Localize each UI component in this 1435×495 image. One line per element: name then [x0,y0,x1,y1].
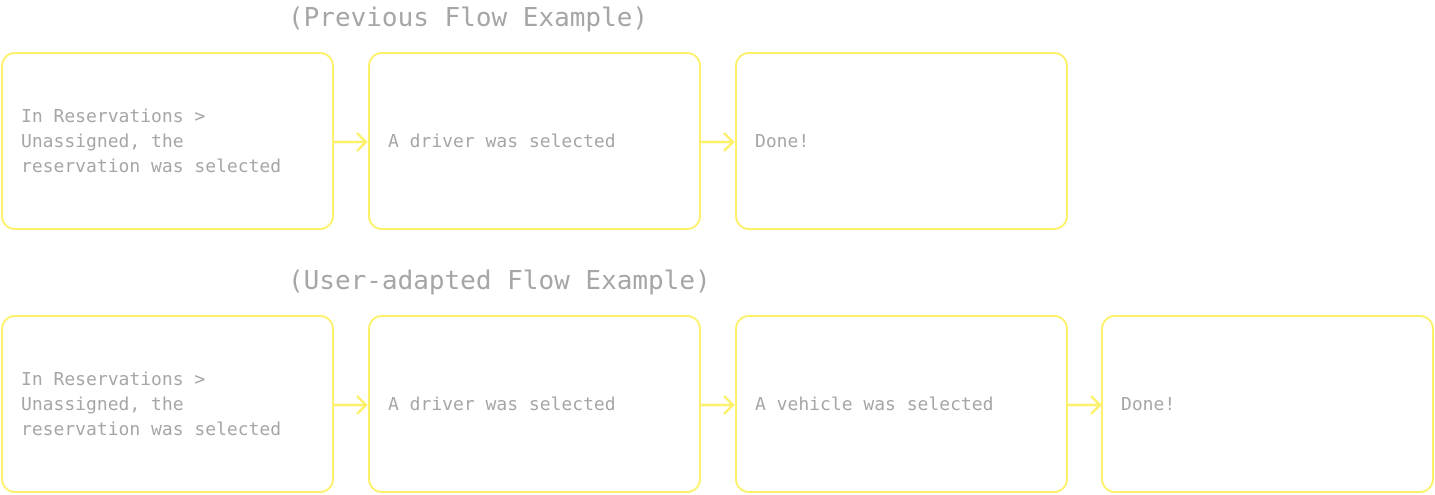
previous-flow-title: (Previous Flow Example) [288,3,649,33]
flow-step-text: In Reservations > Unassigned, the reserv… [21,105,282,177]
user-adapted-flow-title: (User-adapted Flow Example) [288,266,711,296]
flow-step-text: A driver was selected [388,393,616,415]
flow-step-text: Done! [755,130,810,152]
flow-step-box: A driver was selected [368,52,701,230]
right-arrow-icon [1068,395,1102,415]
flow-step-box: Done! [735,52,1068,230]
right-arrow-icon [334,395,368,415]
right-arrow-icon [334,132,368,152]
flow-step-text: In Reservations > Unassigned, the reserv… [21,368,282,440]
flow-step-box: A vehicle was selected [735,315,1068,493]
flow-step-text: A vehicle was selected [755,393,994,415]
flow-step-text: Done! [1121,393,1176,415]
flow-step-box: Done! [1101,315,1434,493]
right-arrow-icon [701,395,735,415]
flow-step-text: A driver was selected [388,130,616,152]
flow-step-box: In Reservations > Unassigned, the reserv… [1,52,334,230]
flow-step-box: A driver was selected [368,315,701,493]
right-arrow-icon [701,132,735,152]
flow-step-box: In Reservations > Unassigned, the reserv… [1,315,334,493]
